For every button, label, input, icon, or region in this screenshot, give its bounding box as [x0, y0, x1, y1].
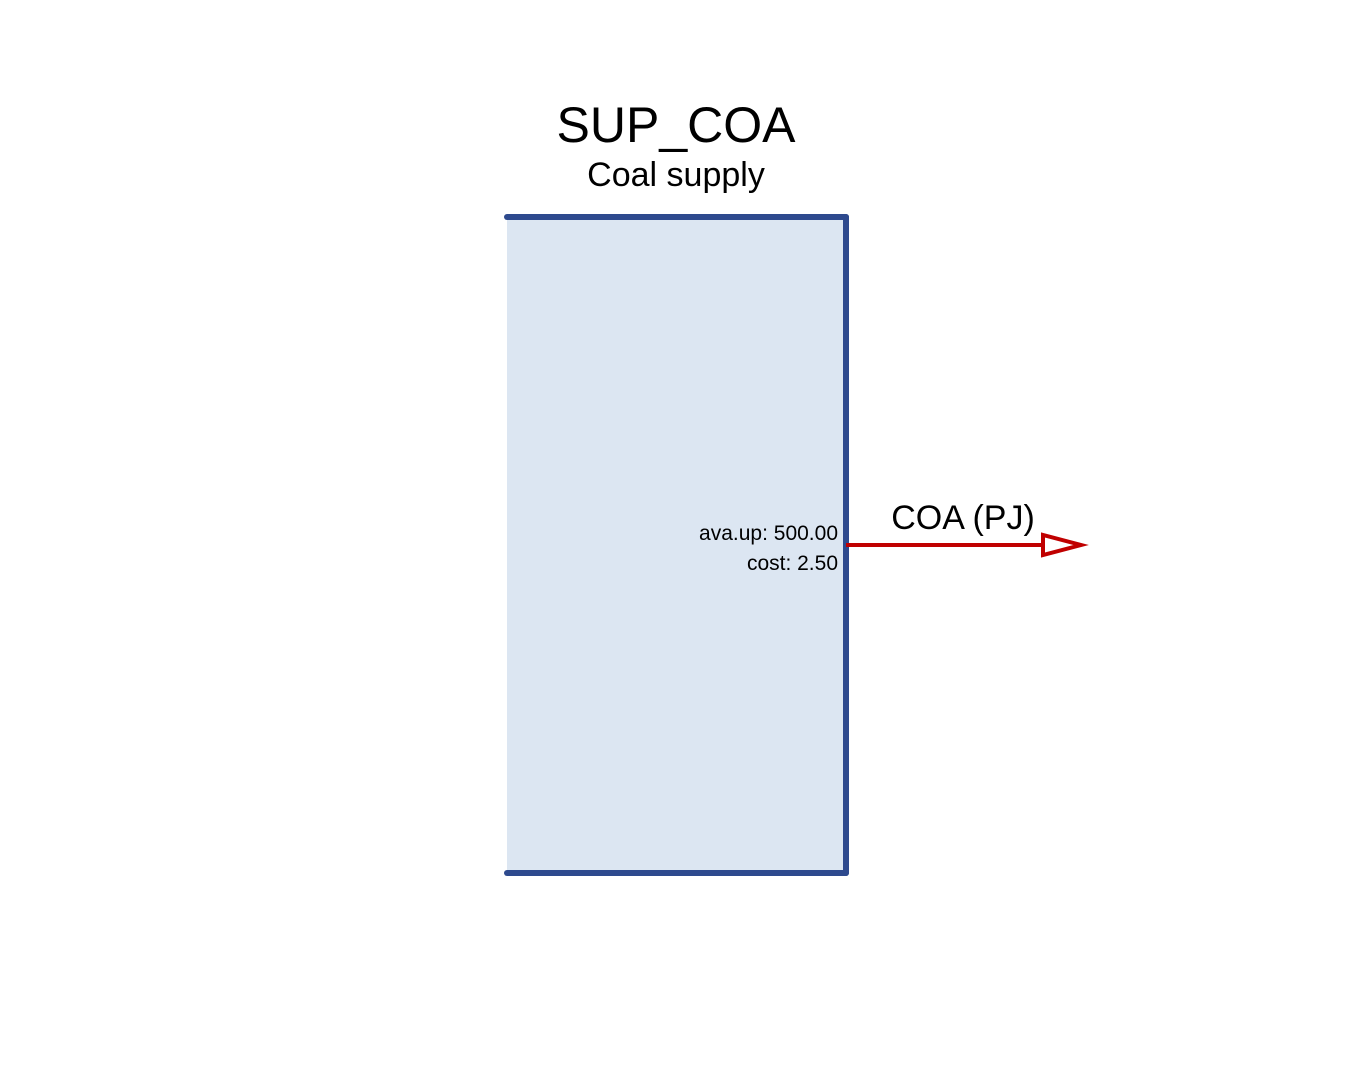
process-box [507, 217, 846, 873]
process-description: Coal supply [587, 156, 765, 194]
parameter-availability: ava.up: 500.00 [699, 522, 838, 545]
process-name: SUP_COA [557, 97, 797, 153]
output-flow-label: COA (PJ) [891, 499, 1035, 537]
parameter-cost: cost: 2.50 [747, 552, 838, 575]
output-arrow-head [1041, 532, 1089, 558]
